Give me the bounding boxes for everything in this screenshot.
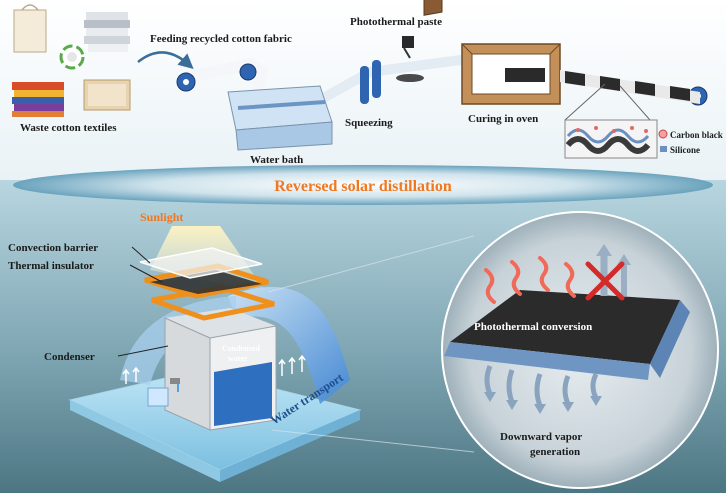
paste-applicator (396, 0, 443, 82)
label-carbon-black: Carbon black (670, 130, 723, 140)
label-water-bath: Water bath (250, 154, 303, 166)
label-condensed-1: Condensed (222, 344, 260, 353)
water-up-arrows (122, 354, 306, 384)
label-sunlight: Sunlight (140, 210, 183, 224)
convection-barrier (139, 247, 263, 279)
curing-oven (461, 43, 561, 105)
label-curing: Curing in oven (468, 113, 538, 125)
label-waste-textiles: Waste cotton textiles (20, 122, 117, 134)
callout-condenser (117, 345, 169, 357)
label-downward-vapor-2: generation (530, 446, 580, 458)
label-silicone: Silicone (670, 145, 700, 155)
label-photothermal-paste: Photothermal paste (350, 16, 442, 28)
lens-photothermal-fabric (450, 290, 680, 364)
label-condenser: Condenser (44, 351, 95, 363)
label-convection-barrier: Convection barrier (8, 242, 98, 254)
banner-ellipse (13, 165, 713, 205)
label-condensed-2: water (228, 354, 248, 363)
waste-textiles-icon (12, 4, 131, 117)
label-photothermal-conversion: Photothermal conversion (474, 321, 592, 333)
squeezing-rollers (360, 60, 381, 104)
flow-arrow (137, 51, 194, 69)
heat-arrows (484, 256, 576, 304)
downward-vapor-heads (484, 392, 602, 414)
callout-convection (131, 246, 151, 264)
blocked-vapor (585, 244, 631, 301)
downward-vapor-arrows (484, 365, 599, 407)
silicone-swatch (660, 146, 667, 152)
cross-section-inset (564, 83, 658, 159)
callout-insulator (129, 264, 163, 283)
red-x-icon (585, 261, 625, 301)
banner-title: Reversed solar distillation (274, 178, 452, 195)
label-thermal-insulator: Thermal insulator (8, 260, 94, 272)
water-bath (227, 85, 333, 151)
label-squeezing: Squeezing (345, 117, 393, 129)
water-transport-band (228, 286, 350, 404)
label-downward-vapor-1: Downward vapor (500, 431, 582, 443)
zoom-lines (267, 235, 475, 453)
coated-fabric (560, 70, 700, 104)
carbon-black-swatch (658, 129, 668, 139)
label-feeding: Feeding recycled cotton fabric (150, 33, 292, 45)
